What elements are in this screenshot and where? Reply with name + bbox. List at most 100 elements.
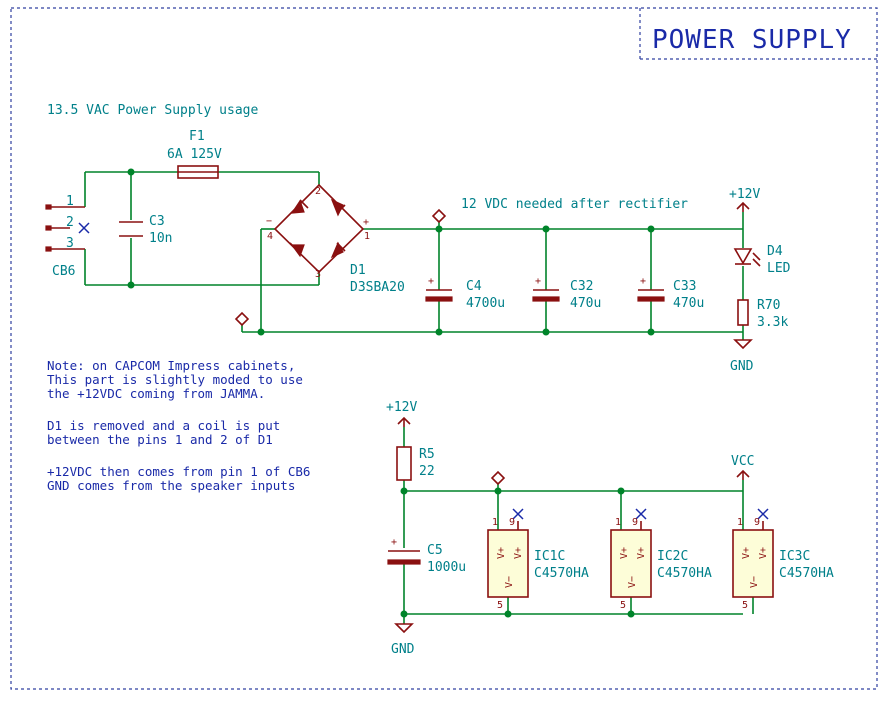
bottom-junctions [400, 487, 635, 618]
ic2c-vplus-1: V+ [619, 547, 630, 559]
ic3c-pin-1: 1 [737, 517, 743, 528]
note-line-3: the +12VDC coming from JAMMA. [47, 386, 265, 401]
cb6-pin-3: 3 [66, 236, 74, 251]
c4-plus: + [428, 276, 434, 287]
supply-usage-note: 13.5 VAC Power Supply usage [47, 103, 258, 118]
c4-value: 4700u [466, 296, 505, 311]
ic1c-value: C4570HA [534, 566, 589, 581]
c32-ref: C32 [570, 279, 593, 294]
led-d4: D4 LED [733, 244, 791, 276]
d1-pin-4: 4 [267, 231, 273, 242]
sheet-border [10, 7, 878, 690]
d1-minus: − [266, 216, 272, 227]
resistor-r70: R70 3.3k [737, 298, 788, 330]
power-flag-icon [234, 311, 250, 327]
power-flag-icon [431, 208, 447, 224]
cb6-pin-1: 1 [66, 194, 74, 209]
ic2c-vplus-2: V+ [636, 547, 647, 559]
power-flag-icon [490, 470, 506, 486]
ic2c-pin-9: 9 [632, 517, 638, 528]
fuse-f1: F1 6A 125V [167, 129, 222, 179]
ic3c: 1 9 5 V+ V+ V− IC3C C4570HA [732, 508, 834, 611]
ic1c-pin-1: 1 [492, 517, 498, 528]
ic3c-pin-5: 5 [742, 600, 748, 611]
ic3c-value: C4570HA [779, 566, 834, 581]
ic2c-pin-5: 5 [620, 600, 626, 611]
ic1c: 1 9 5 V+ V+ V− IC1C C4570HA [487, 508, 589, 611]
fuse-value: 6A 125V [167, 147, 222, 162]
bottom-wires [403, 427, 754, 624]
c33-plus: + [640, 276, 646, 287]
gnd-top-label: GND [730, 359, 754, 374]
power-12v-bottom-label: +12V [386, 400, 417, 415]
ground-symbol-bottom: GND [391, 623, 415, 657]
c5-ref: C5 [427, 543, 443, 558]
d1-pin-2: 2 [315, 186, 321, 197]
resistor-r5: R5 22 [396, 446, 435, 481]
note-line-9: GND comes from the speaker inputs [47, 478, 295, 493]
power-symbol-12v-bottom: +12V [386, 400, 417, 427]
r70-value: 3.3k [757, 315, 788, 330]
cb6-ref: CB6 [52, 264, 75, 279]
sheet-title: POWER SUPPLY [652, 25, 852, 55]
c32-value: 470u [570, 296, 601, 311]
ic2c-value: C4570HA [657, 566, 712, 581]
ic1c-ref: IC1C [534, 549, 565, 564]
ic3c-vplus-2: V+ [758, 547, 769, 559]
ic3c-vminus: V− [749, 576, 760, 588]
ic2c-ref: IC2C [657, 549, 688, 564]
bridge-rectifier-d1: 2 4 1 3 − + D1 D3SBA20 [266, 183, 405, 295]
c3-ref: C3 [149, 214, 165, 229]
ic1c-vplus-2: V+ [513, 547, 524, 559]
note-line-1: Note: on CAPCOM Impress cabinets, [47, 358, 295, 373]
d1-plus: + [363, 217, 369, 228]
c3-value: 10n [149, 231, 172, 246]
note-line-2: This part is slightly moded to use [47, 372, 303, 387]
capacitor-c32: + C32 470u [532, 276, 601, 311]
c33-value: 470u [673, 296, 704, 311]
ic1c-vminus: V− [504, 576, 515, 588]
ic2c-vminus: V− [627, 576, 638, 588]
c33-ref: C33 [673, 279, 696, 294]
capacitor-c3: C3 10n [119, 214, 172, 246]
r5-ref: R5 [419, 447, 435, 462]
ic2c-pin-1: 1 [615, 517, 621, 528]
d1-value: D3SBA20 [350, 280, 405, 295]
connector-cb6: 1 2 3 CB6 [45, 194, 90, 279]
capacitor-c5: + C5 1000u [387, 537, 466, 575]
r5-value: 22 [419, 464, 435, 479]
d1-pin-3: 3 [315, 269, 321, 280]
power-12v-top-label: +12V [729, 187, 760, 202]
c5-value: 1000u [427, 560, 466, 575]
c4-ref: C4 [466, 279, 482, 294]
ic1c-pin-9: 9 [509, 517, 515, 528]
d4-ref: D4 [767, 244, 783, 259]
note-line-8: +12VDC then comes from pin 1 of CB6 [47, 464, 310, 479]
ic3c-ref: IC3C [779, 549, 810, 564]
capacitor-c4: + C4 4700u [425, 276, 505, 311]
vcc-label: VCC [731, 454, 754, 469]
c5-plus: + [391, 537, 397, 548]
d1-pin-1: 1 [364, 231, 370, 242]
fuse-ref: F1 [189, 129, 205, 144]
rectifier-note: 12 VDC needed after rectifier [461, 197, 688, 212]
top-junctions [127, 168, 655, 336]
power-symbol-vcc: VCC [731, 454, 754, 480]
ic3c-pin-9: 9 [754, 517, 760, 528]
ic1c-pin-5: 5 [497, 600, 503, 611]
notes-block: Note: on CAPCOM Impress cabinets, This p… [47, 358, 310, 493]
cb6-pin-2: 2 [66, 215, 74, 230]
ic2c: 1 9 5 V+ V+ V− IC2C C4570HA [610, 508, 712, 611]
note-line-5: D1 is removed and a coil is put [47, 418, 280, 433]
power-symbol-12v-top: +12V [729, 187, 760, 212]
capacitor-c33: + C33 470u [637, 276, 704, 311]
ic3c-vplus-1: V+ [741, 547, 752, 559]
gnd-bottom-label: GND [391, 642, 415, 657]
ground-symbol-top: GND [730, 339, 754, 374]
d1-ref: D1 [350, 263, 366, 278]
ic1c-vplus-1: V+ [496, 547, 507, 559]
c32-plus: + [535, 276, 541, 287]
note-line-6: between the pins 1 and 2 of D1 [47, 432, 273, 447]
r70-ref: R70 [757, 298, 780, 313]
